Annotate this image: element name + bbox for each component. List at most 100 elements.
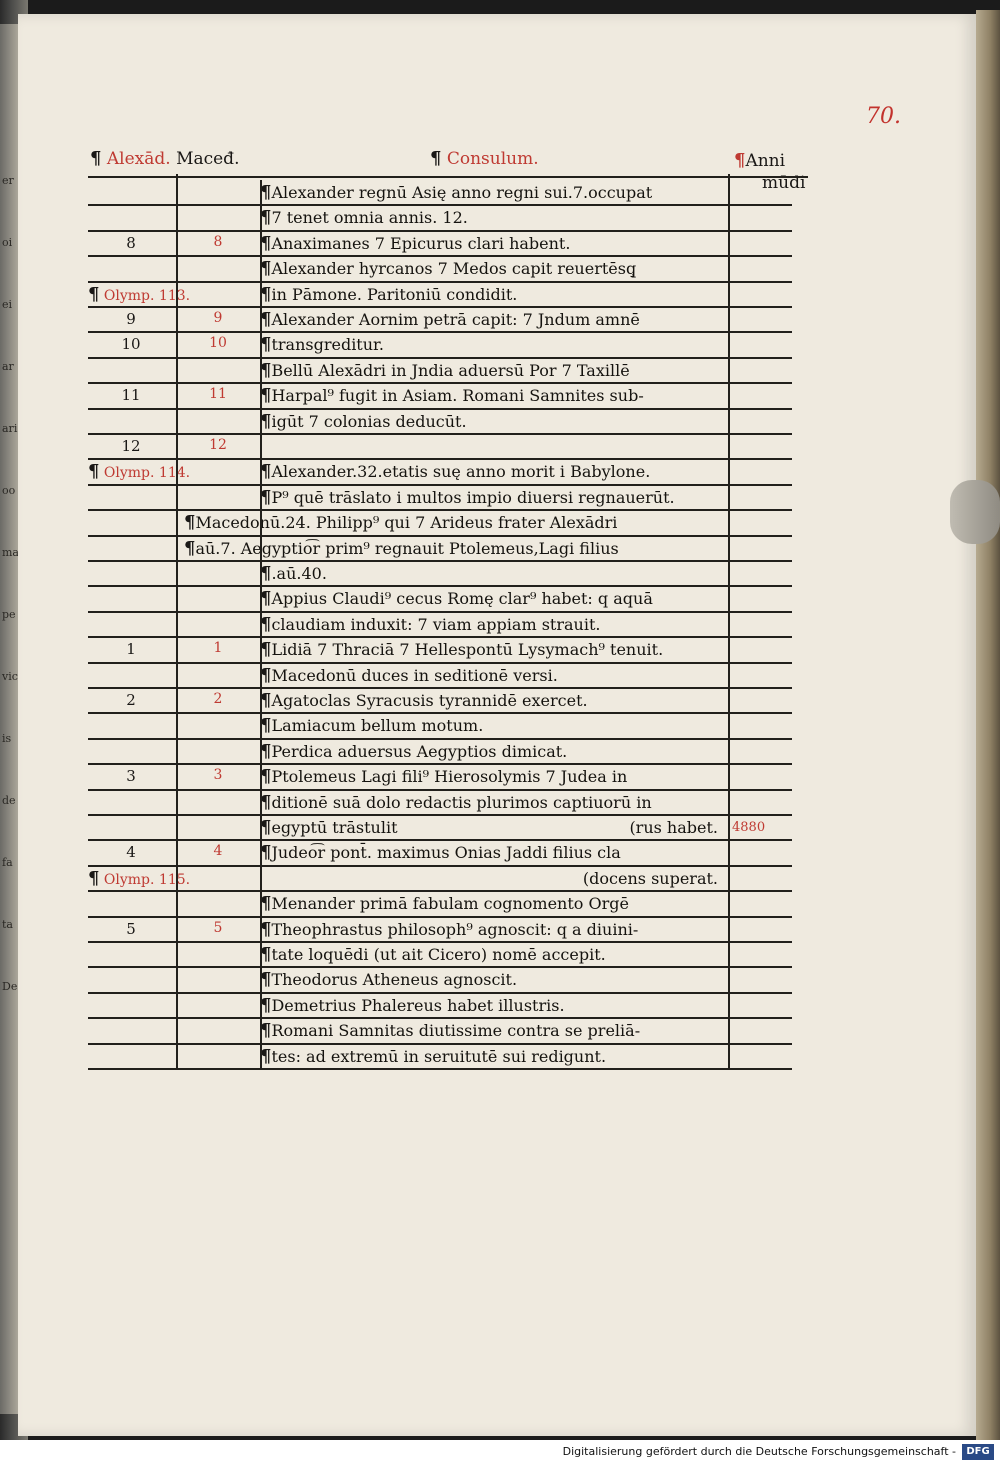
pilcrow-icon: ¶ [260,410,272,432]
alexander-year: 10 [121,335,141,354]
pilcrow-icon: ¶ [260,715,272,737]
facing-page-fragment: ari [2,422,18,435]
row-rule [88,255,792,258]
row-rule [88,712,792,715]
row-rule [88,382,792,385]
olympiad-label: ¶ Olymp. 114. [88,461,191,483]
table-row: ¶Lamiacum bellum motum. [88,713,792,738]
pilcrow-icon: ¶ [260,740,272,762]
row-rule [88,433,792,435]
row-rule [88,1042,792,1045]
macedonia-year: 1 [213,640,223,657]
row-continuation: (rus habet. [629,818,718,837]
row-text: ¶Macedonū duces in seditionē versi. [260,664,558,686]
row-text: ¶Harpal⁹ fugit in Asiam. Romani Samnites… [260,385,644,407]
row-rule [88,356,792,359]
row-continuation: (docens superat. [582,868,718,888]
row-rule [88,890,792,893]
row-rule [88,814,792,816]
row-text: ¶Alexander hyrcanos 7 Medos capit reuert… [260,258,637,280]
pilcrow-icon: ¶ [260,588,272,610]
pilcrow-icon: ¶ [260,309,272,330]
pilcrow-icon: ¶ [260,639,272,661]
table-row: ¶Menander primā fabulam cognomento Orgē [88,891,792,916]
facing-page-fragment: De [2,980,18,993]
header-rule [88,176,808,178]
row-text: ¶Bellū Alexādri in Jndia aduersū Por 7 T… [260,359,630,381]
pilcrow-icon: ¶ [184,537,196,559]
table-row: ¶ditionē suā dolo redactis plurimos capt… [88,790,792,815]
row-rule [88,839,792,842]
row-rule [88,610,792,613]
row-rule [88,941,792,943]
alexander-year: 5 [126,919,136,938]
row-text: ¶Ptolemeus Lagi fili⁹ Hierosolymis 7 Jud… [260,766,628,788]
row-text: ¶claudiam induxit: 7 viam appiam strauit… [260,613,601,635]
pilcrow-icon: ¶ [260,232,272,254]
pilcrow-icon: ¶ [260,664,272,686]
row-rule [88,560,792,562]
pilcrow-icon: ¶ [734,150,746,171]
macedonia-year: 4 [213,843,223,860]
row-text: ¶igūt 7 colonias deducūt. [260,410,467,432]
row-rule [88,788,792,791]
row-text: ¶Alexander Aornim petrā capit: 7 Jndum a… [260,309,640,330]
table-row: ¶tes: ad extremū in seruitutē sui redigu… [88,1044,792,1069]
row-rule [88,458,792,461]
alexander-year: 9 [126,310,136,328]
row-text: ¶.aū.40. [260,563,327,584]
macedonia-year: 2 [213,691,223,707]
olympiad-label: ¶ Olymp. 115. [88,867,191,889]
header-consulum-label: Consulum. [446,149,539,169]
table-row: ¶Macedonū.24. Philipp⁹ qui 7 Arideus fra… [88,510,792,535]
facing-page-fragment: er [2,174,14,187]
row-rule [88,763,792,766]
digitization-credit: Digitalisierung gefördert durch die Deut… [562,1445,956,1458]
table-row: ¶ Olymp. 113.¶in Pāmone. Paritoniū condi… [88,282,792,307]
pilcrow-icon: ¶ [88,867,100,889]
facing-page-fragment: fa [2,856,13,869]
table-row: ¶claudiam induxit: 7 viam appiam strauit… [88,612,792,637]
row-text: ¶aū.7. Aegyptio͡r prim⁹ regnauit Ptoleme… [184,537,619,559]
alexander-year: 4 [126,843,136,862]
macedonia-year: 12 [209,437,227,453]
table-row: ¶Demetrius Phalereus habet illustris. [88,993,792,1018]
row-rule [88,306,792,308]
pilcrow-icon: ¶ [260,613,272,635]
row-rule [88,509,792,512]
row-text: ¶Judeo͡r pont̄. maximus Onias Jaddi fili… [260,842,621,864]
macedonia-year: 11 [209,386,227,403]
table-row: ¶ Olymp. 114.¶Alexander.32.etatis suę an… [88,459,792,484]
pilcrow-icon: ¶ [260,1020,272,1042]
table-row: ¶Macedonū duces in seditionē versi. [88,663,792,688]
column-rule [260,180,262,1069]
pilcrow-icon: ¶ [260,766,272,788]
pilcrow-icon: ¶ [430,148,442,169]
mundi-label: mūdi [762,173,806,193]
row-text: ¶in Pāmone. Paritoniū condidit. [260,283,518,305]
pilcrow-icon: ¶ [260,461,272,483]
row-text: ¶Romani Samnitas diutissime contra se pr… [260,1020,641,1042]
pilcrow-icon: ¶ [260,817,272,838]
table-row: ¶Alexander hyrcanos 7 Medos capit reuert… [88,256,792,281]
facing-page-fragment: ar [2,360,14,373]
row-rule [88,915,792,918]
macedonia-year: 8 [213,233,223,250]
pilcrow-icon: ¶ [260,893,272,915]
row-rule [88,280,792,283]
footer-bar [0,1440,1000,1466]
macedonia-year: 10 [209,335,227,352]
pilcrow-icon: ¶ [260,359,272,381]
pilcrow-icon: ¶ [260,486,272,508]
row-rule [88,661,792,664]
table-row: ¶igūt 7 colonias deducūt. [88,409,792,434]
pilcrow-icon: ¶ [260,791,272,813]
